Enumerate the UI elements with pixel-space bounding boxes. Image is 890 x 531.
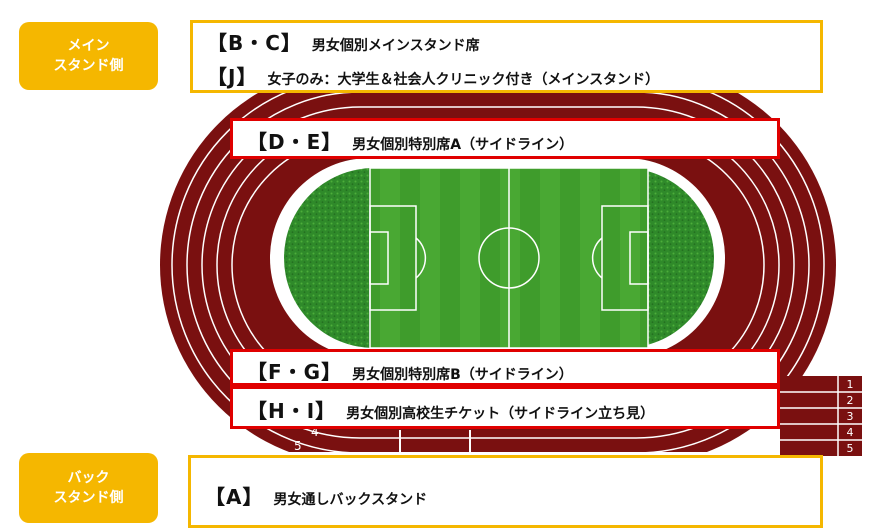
seat-description: 男女個別メインスタンド席 bbox=[311, 38, 480, 54]
seat-code: 【B・C】 bbox=[207, 31, 302, 55]
back-stand-label-line2: スタンド側 bbox=[53, 490, 124, 506]
main-stand-label-line2: スタンド側 bbox=[53, 58, 124, 74]
high-school-ticket-box: 【H・I】 男女個別高校生チケット（サイドライン立ち見） bbox=[230, 386, 780, 429]
seat-description: 男女個別特別席B（サイドライン） bbox=[352, 367, 573, 383]
lane-number: 1 bbox=[847, 378, 854, 391]
special-seat-a-box: 【D・E】 男女個別特別席A（サイドライン） bbox=[230, 118, 780, 159]
seat-code: 【A】 bbox=[205, 485, 264, 509]
seat-code: 【J】 bbox=[207, 65, 258, 89]
seat-row-hi: 【H・I】 男女個別高校生チケット（サイドライン立ち見） bbox=[247, 395, 654, 424]
lane-straightaway bbox=[780, 376, 862, 456]
back-stand-label: バック スタンド側 bbox=[19, 453, 158, 523]
seat-row-a: 【A】 男女通しバックスタンド bbox=[205, 481, 427, 510]
back-stand-label-line1: バック bbox=[67, 470, 110, 486]
seat-row-fg: 【F・G】 男女個別特別席B（サイドライン） bbox=[247, 356, 573, 385]
soccer-pitch-markings bbox=[369, 167, 649, 349]
seat-code: 【F・G】 bbox=[247, 360, 343, 384]
seat-description: 女子のみ：大学生＆社会人クリニック付き（メインスタンド） bbox=[267, 72, 660, 88]
main-stand-label: メイン スタンド側 bbox=[19, 22, 158, 90]
lane-number: 5 bbox=[847, 442, 854, 455]
track-mark: 5 bbox=[294, 439, 302, 453]
lane-numbers: 1 2 3 4 5 bbox=[847, 378, 854, 455]
main-stand-label-line1: メイン bbox=[67, 38, 110, 54]
seat-row-j: 【J】 女子のみ：大学生＆社会人クリニック付き（メインスタンド） bbox=[207, 61, 659, 90]
seat-row-de: 【D・E】 男女個別特別席A（サイドライン） bbox=[247, 126, 573, 155]
seat-description: 男女個別高校生チケット（サイドライン立ち見） bbox=[346, 406, 655, 422]
seat-code: 【H・I】 bbox=[247, 399, 337, 423]
infield bbox=[284, 168, 714, 348]
track-mark: 4 bbox=[311, 425, 319, 439]
lane-number: 2 bbox=[847, 394, 854, 407]
seat-description: 男女個別特別席A（サイドライン） bbox=[352, 137, 574, 153]
back-stand-seat-box: 【A】 男女通しバックスタンド bbox=[188, 455, 823, 528]
main-stand-seat-box: 【B・C】 男女個別メインスタンド席 【J】 女子のみ：大学生＆社会人クリニック… bbox=[190, 20, 823, 93]
seat-code: 【D・E】 bbox=[247, 130, 343, 154]
lane-number: 3 bbox=[847, 410, 854, 423]
seat-row-bc: 【B・C】 男女個別メインスタンド席 bbox=[207, 27, 480, 56]
lane-number: 4 bbox=[847, 426, 854, 439]
special-seat-b-box: 【F・G】 男女個別特別席B（サイドライン） bbox=[230, 349, 780, 386]
track-marks: 5 4 bbox=[294, 425, 319, 453]
seat-description: 男女通しバックスタンド bbox=[273, 492, 428, 508]
